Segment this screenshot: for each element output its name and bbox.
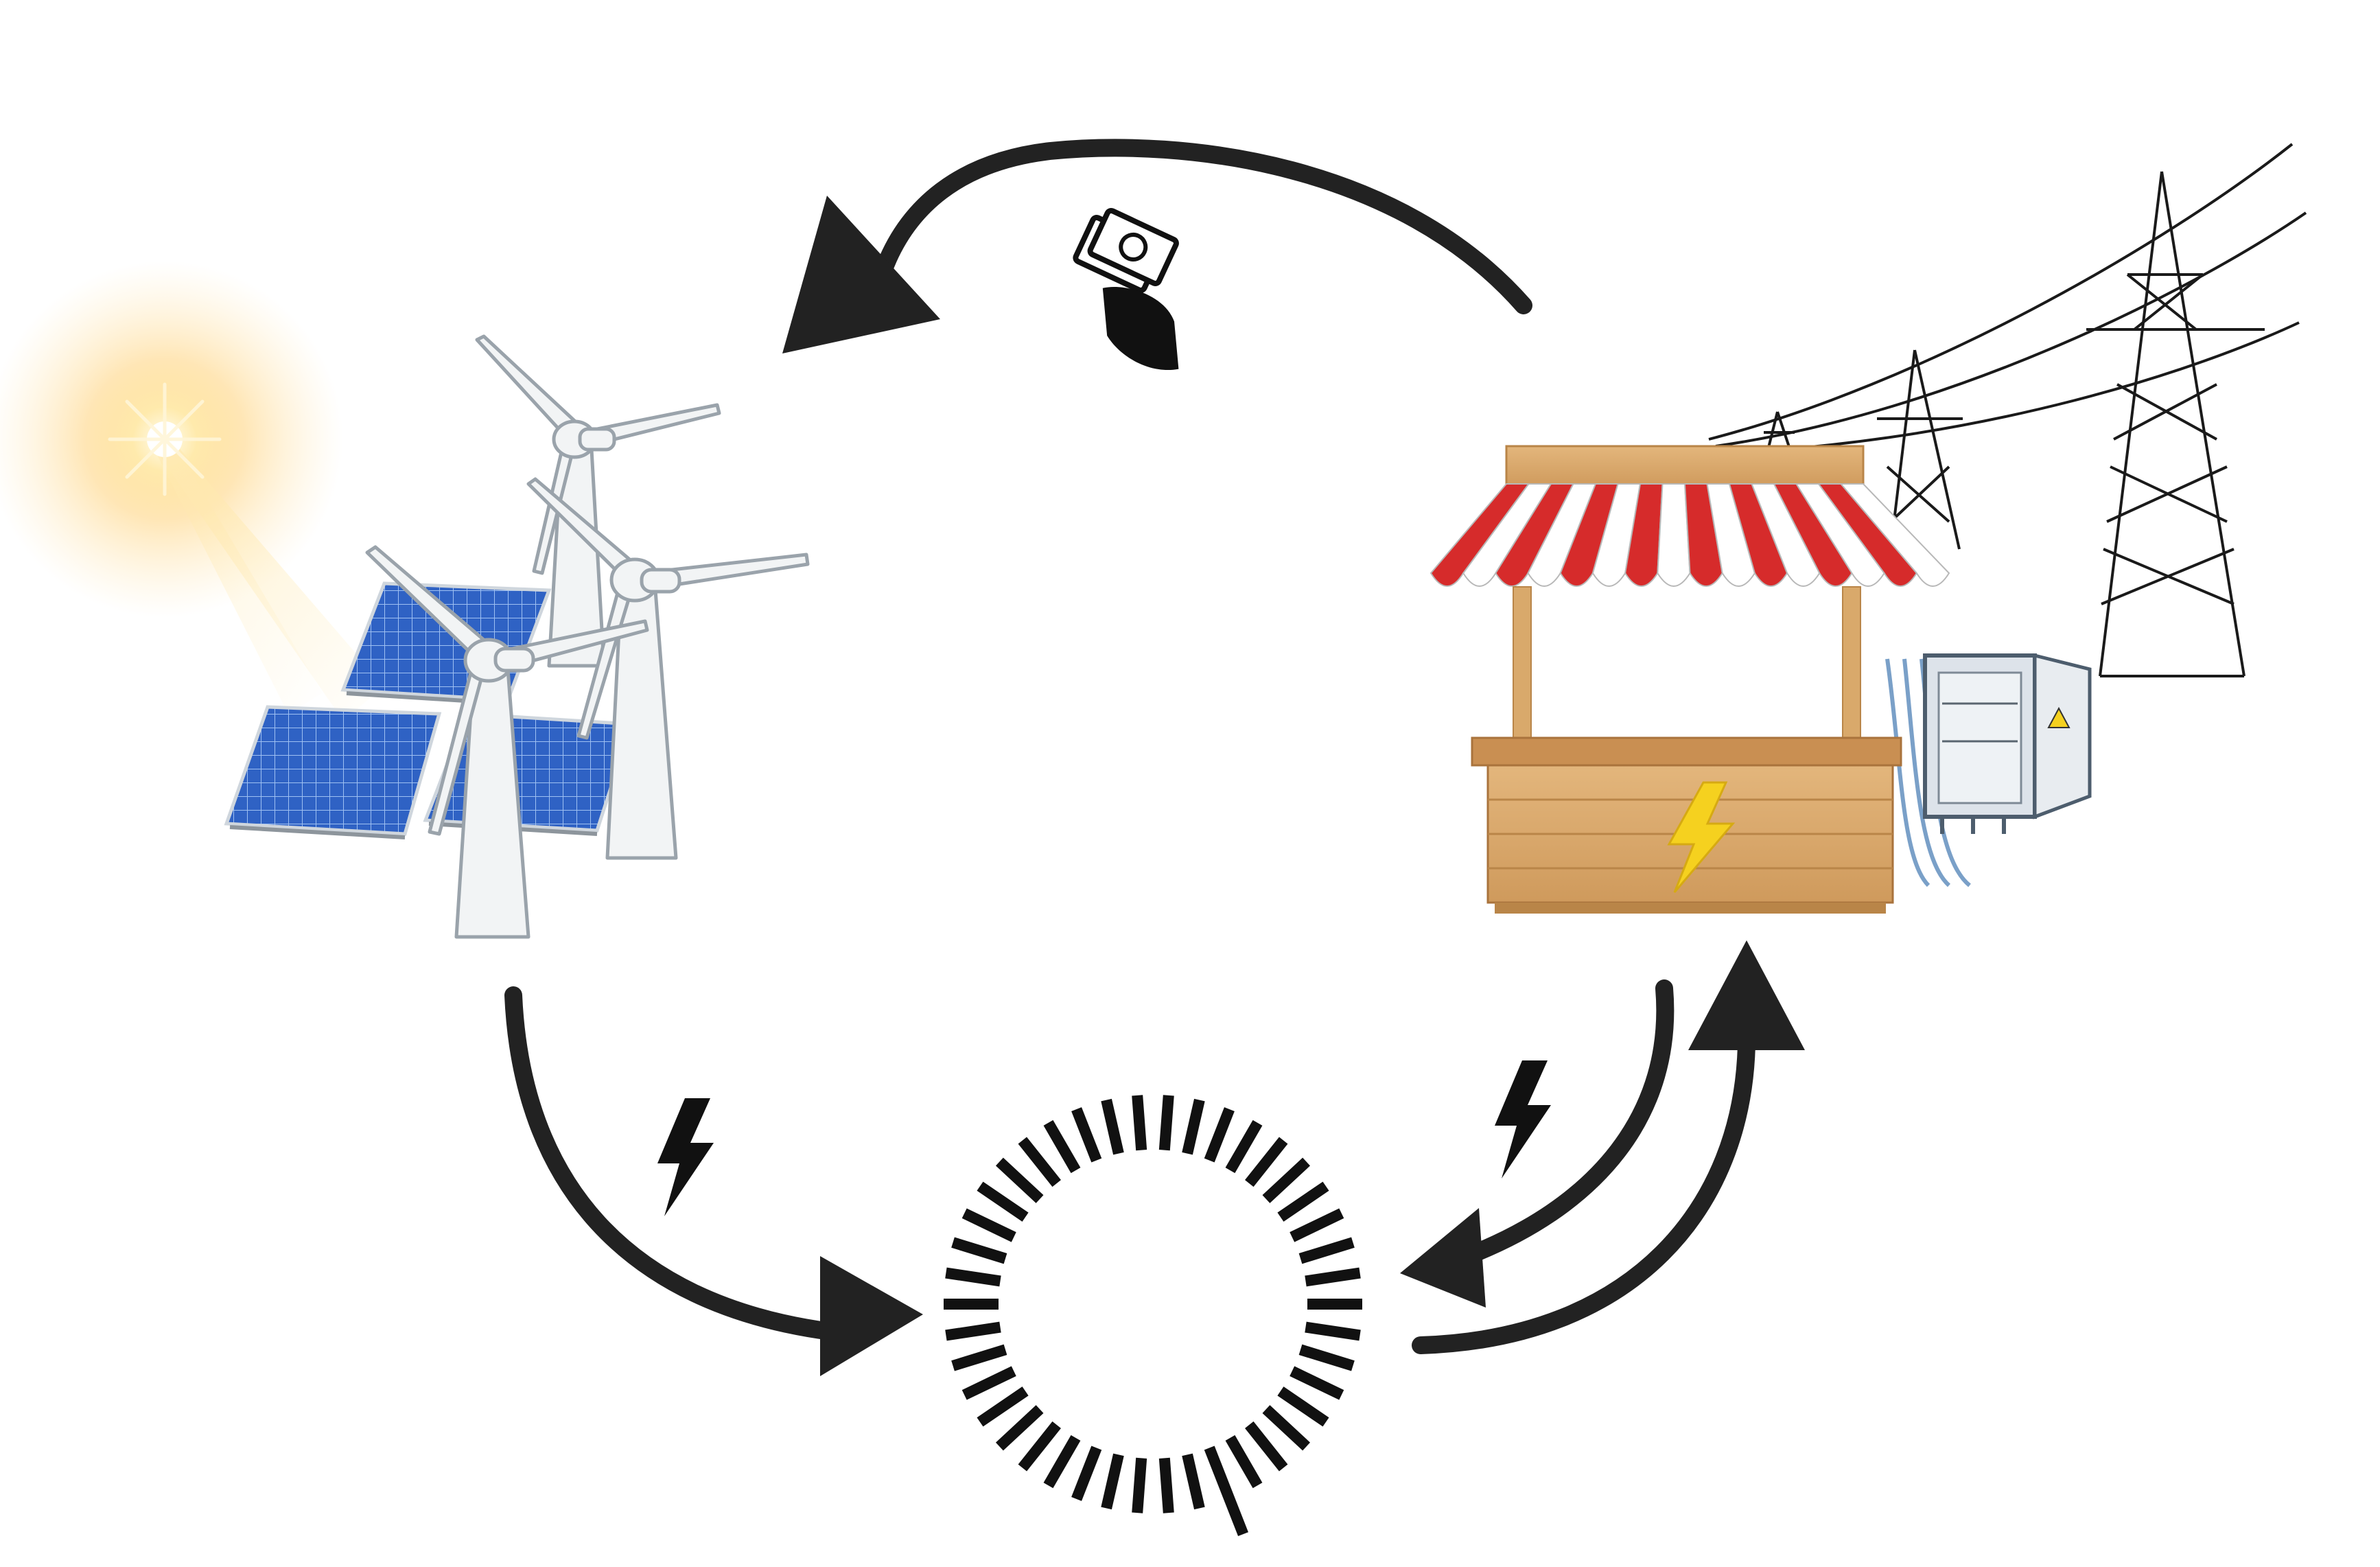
ring-tick: [945, 1321, 1001, 1341]
ring-tick: [977, 1386, 1029, 1427]
ring-tick: [1101, 1453, 1124, 1510]
ring-tick: [1277, 1386, 1329, 1427]
ring-tick: [977, 1181, 1029, 1222]
renewable-generation-node: [0, 261, 810, 939]
energy-market-node: [1430, 143, 2307, 914]
battery-charge-ring-icon: [944, 1095, 1362, 1537]
ring-tick: [1298, 1344, 1355, 1371]
arrow-storage-to-market: [1412, 1034, 1755, 1354]
ring-tick: [1101, 1098, 1124, 1155]
flow-arrows: [504, 139, 1755, 1354]
ring-tick: [1290, 1366, 1344, 1400]
lightning-icon: [1667, 781, 1736, 893]
money-hand-icon: [1073, 207, 1179, 370]
ring-tick: [945, 1267, 1001, 1287]
ring-tick: [951, 1344, 1007, 1371]
ring-tick: [1043, 1435, 1081, 1489]
ring-tick: [961, 1208, 1016, 1242]
ring-tick: [1262, 1405, 1311, 1451]
solar-panel-icon: [224, 581, 634, 839]
ring-tick: [1182, 1453, 1205, 1510]
arrowhead-to-storage-from-market: [1400, 1208, 1486, 1308]
arrow-generation-to-storage: [504, 986, 839, 1340]
ring-tick: [1305, 1321, 1361, 1341]
ring-tick: [961, 1366, 1016, 1400]
ring-tick: [1071, 1107, 1102, 1163]
ring-tick: [1245, 1137, 1288, 1187]
ring-tick: [995, 1405, 1044, 1451]
ring-tick: [1043, 1119, 1081, 1174]
ring-tick: [1298, 1237, 1355, 1264]
lightning-icon: [1495, 1060, 1551, 1179]
arrowhead-to-generation: [782, 196, 940, 353]
sun-icon: [0, 261, 384, 721]
ring-tick: [1290, 1208, 1344, 1242]
ring-tick: [1182, 1098, 1205, 1155]
wind-turbine-icon: [365, 334, 810, 939]
ring-tick: [1158, 1095, 1174, 1151]
ring-tick: [1132, 1095, 1147, 1151]
electrical-panel-icon: [1885, 653, 2092, 887]
ring-tick: [1204, 1107, 1235, 1163]
ring-tick: [1132, 1457, 1147, 1513]
ring-tick: [1225, 1119, 1263, 1174]
transmission-tower-icon: [1708, 143, 2307, 677]
arrow-market-to-storage: [1449, 979, 1675, 1268]
ring-tick: [1018, 1137, 1061, 1187]
arrowhead-to-storage: [820, 1256, 923, 1376]
ring-tick: [1071, 1446, 1102, 1501]
ring-tick: [1225, 1435, 1263, 1489]
ring-tick: [1305, 1267, 1361, 1287]
ring-tick: [1204, 1446, 1248, 1537]
ring-tick: [995, 1157, 1044, 1203]
ring-tick: [1277, 1181, 1329, 1222]
ring-tick: [1245, 1421, 1288, 1472]
market-stall-icon: [1430, 445, 1950, 914]
arrow-heads: [782, 196, 1805, 1376]
ring-tick: [1018, 1421, 1061, 1472]
market-awning: [1430, 483, 1950, 587]
awning-stripe: [1839, 483, 1950, 587]
storage-node: [944, 1095, 1362, 1537]
ring-tick: [951, 1237, 1007, 1264]
arrowhead-to-market: [1688, 940, 1805, 1050]
ring-tick: [1262, 1157, 1311, 1203]
ring-tick: [1158, 1457, 1174, 1513]
lightning-icon: [657, 1098, 714, 1216]
arrow-market-to-generation: [873, 139, 1532, 314]
